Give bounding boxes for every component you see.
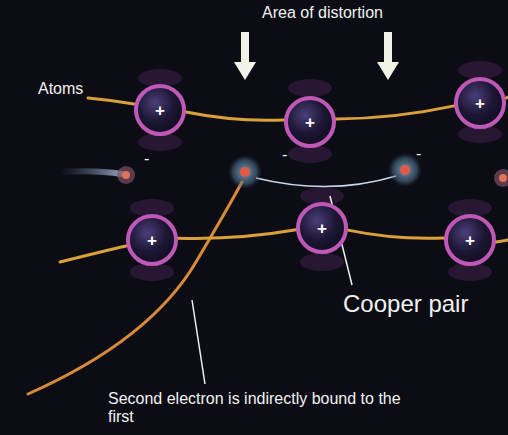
lattice-line — [348, 230, 444, 238]
charge-sign: + — [155, 102, 165, 119]
part-label: Atoms — [38, 80, 83, 98]
electron-path — [28, 182, 242, 394]
atom-circle: + — [296, 202, 348, 254]
atom-circle: + — [454, 77, 506, 129]
atom-circle: + — [126, 214, 178, 266]
charge-sign: + — [465, 232, 475, 249]
charge-sign: - — [144, 150, 149, 168]
lattice-line — [186, 112, 284, 120]
pair-bond — [256, 176, 396, 187]
note-label: Second electron is indirectly bound to t… — [108, 390, 428, 427]
charge-sign: - — [282, 146, 287, 164]
leader-line — [192, 196, 352, 384]
charge-sign: + — [475, 95, 485, 112]
vibration-ghosts — [130, 61, 502, 281]
distortion-arrow — [234, 32, 399, 80]
charge-sign: - — [416, 145, 421, 163]
heading-label: Area of distortion — [262, 4, 383, 22]
atom-circle: + — [134, 84, 186, 136]
atom-circle: + — [444, 214, 496, 266]
atom-circle: + — [284, 96, 336, 148]
charge-sign: + — [305, 114, 315, 131]
lattice-line — [178, 230, 296, 239]
electron-trail — [60, 171, 122, 174]
electron — [117, 153, 508, 189]
charge-sign: + — [317, 220, 327, 237]
part-label: Cooper pair — [343, 290, 468, 318]
lattice-line — [336, 106, 454, 119]
charge-sign: + — [147, 232, 157, 249]
